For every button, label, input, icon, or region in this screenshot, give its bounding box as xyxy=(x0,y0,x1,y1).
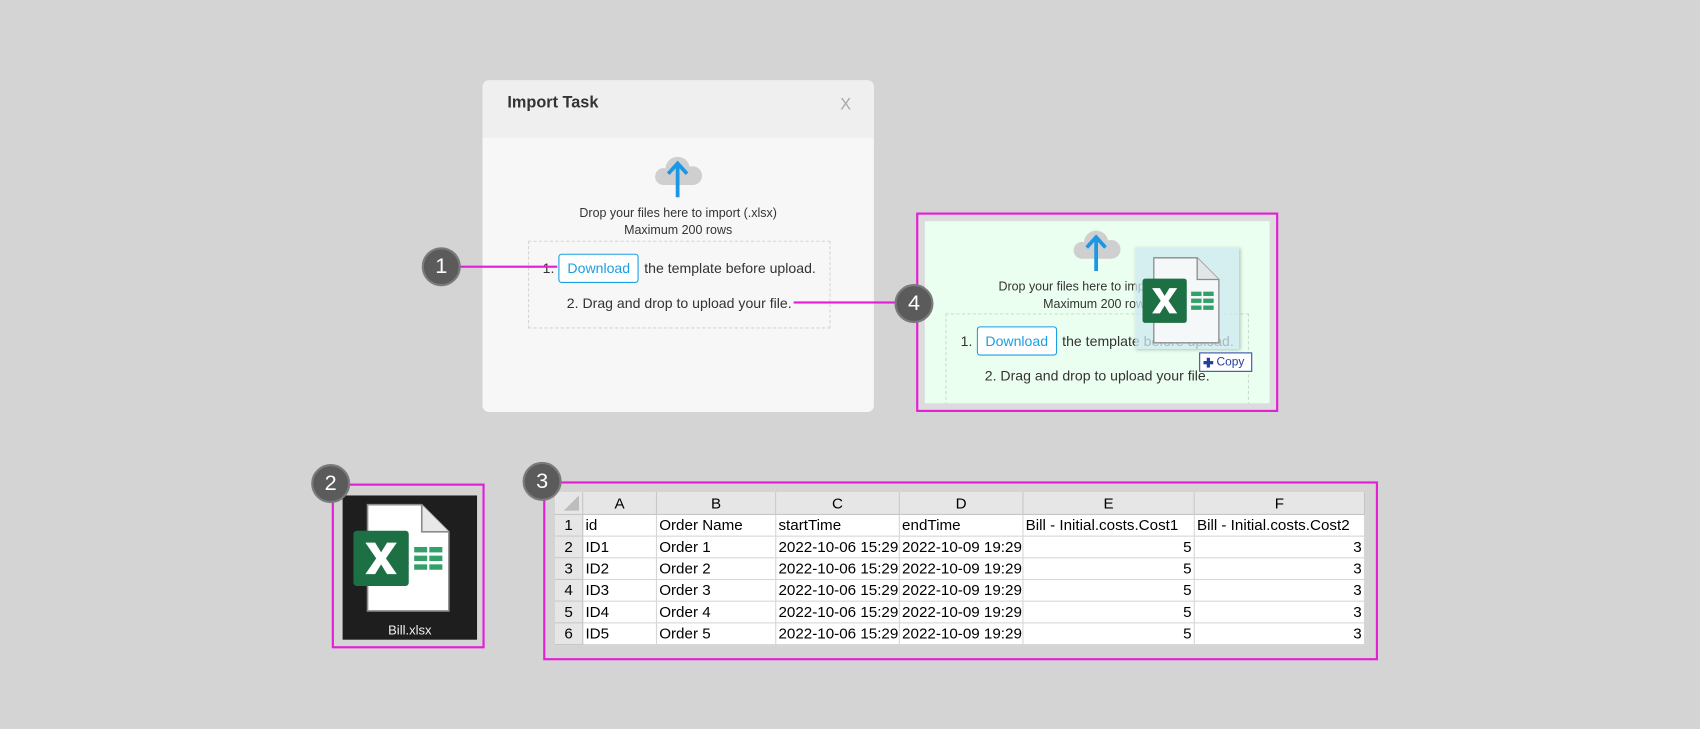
table-cell[interactable]: 3 xyxy=(1194,623,1366,646)
table-cell[interactable]: 2022-10-06 15:29 xyxy=(776,536,900,559)
file-tile-frame: Bill.xlsx xyxy=(331,483,485,649)
table-cell[interactable]: id xyxy=(583,514,658,537)
column-header[interactable]: B xyxy=(657,492,777,515)
callout-4-leader xyxy=(793,301,897,304)
table-cell[interactable]: 5 xyxy=(1023,558,1195,581)
table-cell[interactable]: Order 1 xyxy=(657,536,777,559)
callout-4: 4 xyxy=(894,284,934,324)
table-cell[interactable]: Order Name xyxy=(657,514,777,537)
row-header[interactable]: 5 xyxy=(555,601,584,624)
column-header[interactable]: D xyxy=(899,492,1024,515)
max-rows-note: Maximum 200 rows xyxy=(624,224,733,238)
copy-cursor-tooltip: Copy xyxy=(1199,352,1253,372)
table-cell[interactable]: 2022-10-09 19:29 xyxy=(899,580,1024,602)
table-cell[interactable]: Order 4 xyxy=(657,601,777,624)
row-header[interactable]: 1 xyxy=(555,514,584,537)
table-cell[interactable]: 3 xyxy=(1194,558,1366,581)
table-cell[interactable]: 5 xyxy=(1023,601,1195,624)
download-template-button[interactable]: Download xyxy=(976,326,1057,356)
select-all-corner[interactable] xyxy=(555,492,584,515)
drop-zone[interactable]: 1. Download the template before upload. … xyxy=(528,240,831,329)
table-cell[interactable]: 3 xyxy=(1194,601,1366,624)
table-cell[interactable]: 2022-10-06 15:29 xyxy=(776,601,900,624)
cloud-upload-icon xyxy=(1073,230,1121,271)
table-cell[interactable]: Order 2 xyxy=(657,558,777,581)
close-icon[interactable]: X xyxy=(840,95,852,114)
table-cell[interactable]: ID4 xyxy=(583,601,658,624)
table-cell[interactable]: Bill - Initial.costs.Cost2 xyxy=(1194,514,1366,537)
column-header[interactable]: C xyxy=(776,492,900,515)
table-cell[interactable]: 2022-10-06 15:29 xyxy=(776,623,900,646)
cloud-upload-icon xyxy=(655,156,703,198)
plus-icon xyxy=(1203,357,1214,368)
table-cell[interactable]: 5 xyxy=(1023,580,1195,602)
excel-file-icon xyxy=(1142,257,1220,344)
table-cell[interactable]: 5 xyxy=(1023,623,1195,646)
callout-1: 1 xyxy=(421,247,461,287)
table-cell[interactable]: 2022-10-09 19:29 xyxy=(899,623,1024,646)
step-1: 1. Download the template before upload. xyxy=(529,253,829,283)
table-cell[interactable]: 2022-10-09 19:29 xyxy=(899,536,1024,559)
table-cell[interactable]: 2022-10-06 15:29 xyxy=(776,558,900,581)
callout-2: 2 xyxy=(311,464,351,504)
dialog-header: Import Task X xyxy=(482,80,874,138)
drop-instructions: Drop your files here to import (.xlsx) xyxy=(579,207,777,221)
row-header[interactable]: 3 xyxy=(555,558,584,581)
table-cell[interactable]: 5 xyxy=(1023,536,1195,559)
table-cell[interactable]: 3 xyxy=(1194,536,1366,559)
spreadsheet-grid: A B C D E F 1 id Order Name startTime en… xyxy=(555,492,1366,646)
row-header[interactable]: 4 xyxy=(555,580,584,602)
callout-3: 3 xyxy=(522,461,562,501)
spreadsheet-frame xyxy=(543,481,1379,661)
table-cell[interactable]: endTime xyxy=(899,514,1024,537)
dialog-title: Import Task xyxy=(507,93,599,112)
table-cell[interactable]: 2022-10-09 19:29 xyxy=(899,601,1024,624)
step-1-text: the template before upload. xyxy=(644,260,816,277)
file-name-label: Bill.xlsx xyxy=(388,622,432,638)
table-cell[interactable]: ID1 xyxy=(583,536,658,559)
step-2-text: 2. Drag and drop to upload your file. xyxy=(566,294,792,312)
table-cell[interactable]: 3 xyxy=(1194,580,1366,602)
excel-file-icon xyxy=(353,503,450,612)
file-tile[interactable]: Bill.xlsx xyxy=(342,495,478,640)
import-task-dialog: Import Task X Drop your files here to im… xyxy=(482,80,874,412)
table-cell[interactable]: 2022-10-09 19:29 xyxy=(899,558,1024,581)
step-1-number: 1. xyxy=(960,332,973,350)
max-rows-note: Maximum 200 rows xyxy=(1043,298,1152,312)
column-header[interactable]: A xyxy=(583,492,658,515)
table-cell[interactable]: ID5 xyxy=(583,623,658,646)
download-template-button[interactable]: Download xyxy=(558,253,639,283)
table-cell[interactable]: ID3 xyxy=(583,580,658,602)
callout-1-leader xyxy=(459,265,558,268)
table-cell[interactable]: startTime xyxy=(776,514,900,537)
table-cell[interactable]: Order 5 xyxy=(657,623,777,646)
drop-zone-active: Drop your files here to import (.xlsx) M… xyxy=(924,221,1270,404)
column-header[interactable]: F xyxy=(1194,492,1366,515)
table-cell[interactable]: Bill - Initial.costs.Cost1 xyxy=(1023,514,1195,537)
drag-over-preview: Drop your files here to import (.xlsx) M… xyxy=(916,212,1279,412)
table-cell[interactable]: Order 3 xyxy=(657,580,777,602)
step-1-number: 1. xyxy=(542,260,555,277)
column-header[interactable]: E xyxy=(1023,492,1195,515)
dragged-file-ghost[interactable] xyxy=(1135,247,1240,350)
step-2-text: 2. Drag and drop to upload your file. xyxy=(984,367,1210,384)
row-header[interactable]: 6 xyxy=(555,623,584,646)
row-header[interactable]: 2 xyxy=(555,536,584,559)
table-cell[interactable]: 2022-10-06 15:29 xyxy=(776,580,900,602)
table-cell[interactable]: ID2 xyxy=(583,558,658,581)
copy-label: Copy xyxy=(1216,355,1245,369)
